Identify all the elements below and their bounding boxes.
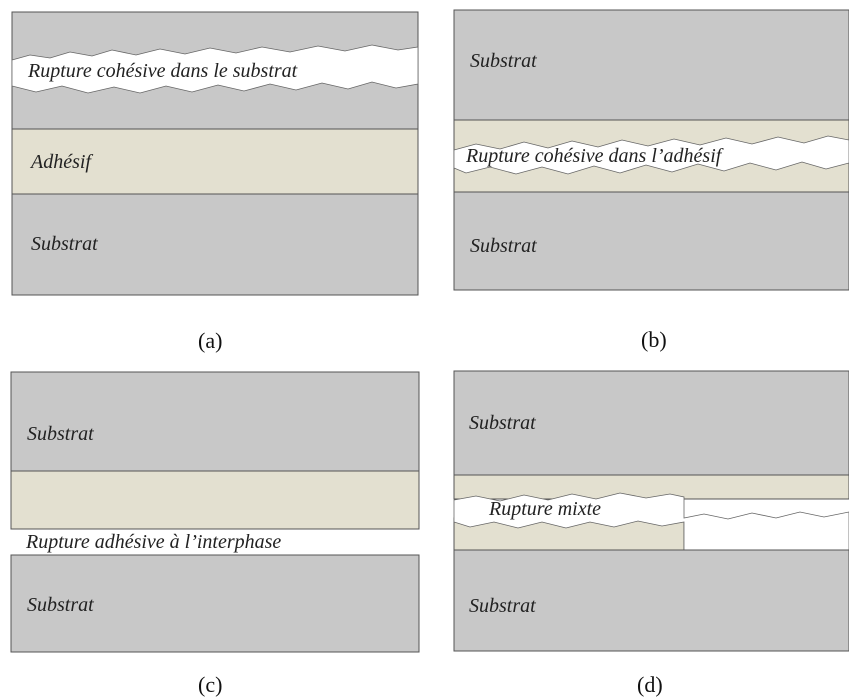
panel-b-bottom-substrate-label: Substrat <box>470 235 537 257</box>
panel-d-top-substrate <box>453 370 849 476</box>
panel-c-bottom-substrate <box>10 554 420 653</box>
panel-c: Substrat Rupture adhésive à l’interphase… <box>10 371 420 697</box>
panel-b-top-substrate-label: Substrat <box>470 50 537 72</box>
panel-c-adhesive <box>10 470 420 530</box>
panel-d-bottom-substrate <box>453 549 849 652</box>
panel-d-adhesive-upper <box>453 474 849 500</box>
panel-a-caption: (a) <box>198 328 222 353</box>
panel-d-top-substrate-label: Substrat <box>469 412 536 434</box>
panel-a-bottom-substrate <box>11 193 419 296</box>
panel-c-top-substrate <box>10 371 420 472</box>
panel-b: Substrat Rupture cohésive dans l’adhésif… <box>453 9 849 352</box>
panel-d: Substrat Rupture mixte Substrat (d) <box>453 370 849 697</box>
panel-a: Rupture cohésive dans le substrat Adhési… <box>11 11 419 353</box>
panel-d-caption: (d) <box>637 672 663 697</box>
panel-a-crack <box>11 44 419 94</box>
panel-b-top-substrate <box>453 9 849 121</box>
panel-b-caption: (b) <box>641 327 667 352</box>
panel-b-crack <box>453 135 849 175</box>
panel-a-substrate-label: Substrat <box>31 233 98 255</box>
panel-a-crack-label: Rupture cohésive dans le substrat <box>27 60 298 82</box>
panel-c-caption: (c) <box>198 672 222 697</box>
panel-c-crack-label: Rupture adhésive à l’interphase <box>25 531 281 553</box>
panel-d-bottom-substrate-label: Substrat <box>469 595 536 617</box>
panel-b-bottom-substrate <box>453 191 849 291</box>
panel-d-crack <box>453 492 849 551</box>
panel-d-crack-label: Rupture mixte <box>488 498 601 520</box>
panel-c-top-substrate-label: Substrat <box>27 423 94 445</box>
panel-a-adhesive-label: Adhésif <box>29 151 93 173</box>
panel-c-bottom-substrate-label: Substrat <box>27 594 94 616</box>
panel-b-crack-label: Rupture cohésive dans l’adhésif <box>465 145 724 167</box>
